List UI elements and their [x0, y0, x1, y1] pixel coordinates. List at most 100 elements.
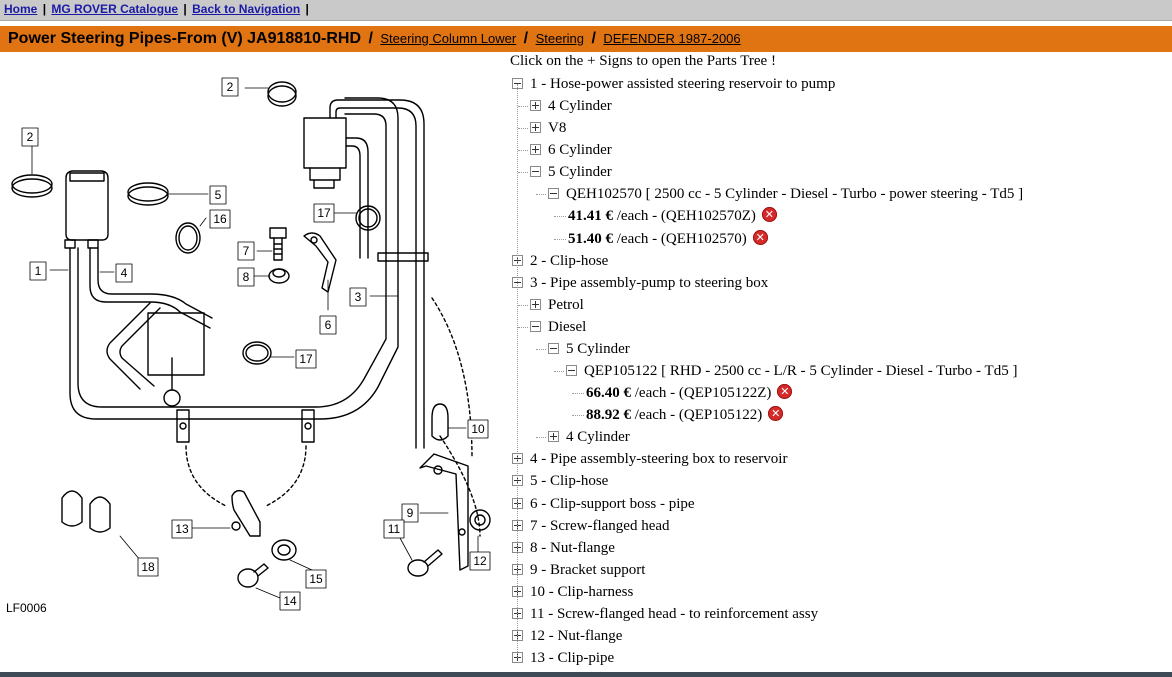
callout-box: [401, 503, 419, 523]
expand-plus-icon[interactable]: [530, 298, 541, 310]
tree-connector: [518, 150, 528, 152]
back-to-navigation-link[interactable]: Back to Navigation: [192, 2, 301, 16]
callout-labels: [31, 87, 479, 599]
tree-connector: [518, 172, 528, 174]
tree-connector: [536, 437, 546, 439]
callout-number: 10: [471, 422, 485, 436]
tree-node-label[interactable]: Diesel: [548, 318, 587, 335]
collapse-minus-icon[interactable]: [548, 188, 559, 200]
price-unit-and-code: /each - (QEH102570): [613, 230, 747, 247]
callout-box: [237, 241, 255, 261]
tree-node-label[interactable]: 5 - Clip-hose: [530, 473, 609, 490]
collapse-minus-icon[interactable]: [548, 342, 559, 354]
delete-x-icon[interactable]: ✕: [761, 207, 777, 223]
breadcrumb-separator: /: [523, 30, 529, 47]
callout-box: [137, 557, 159, 577]
tree-node-label[interactable]: QEP105122 [ RHD - 2500 cc - L/R - 5 Cyli…: [584, 363, 1018, 380]
delete-x-icon[interactable]: ✕: [752, 229, 768, 245]
price-value: 41.41 €: [568, 208, 613, 225]
tree-node-label[interactable]: 8 - Nut-flange: [530, 539, 615, 556]
callout-number: 5: [215, 188, 222, 202]
expand-plus-icon[interactable]: [530, 122, 541, 134]
callout-box: [29, 261, 47, 281]
tree-node-label[interactable]: 5 Cylinder: [566, 340, 630, 357]
tree-node-label[interactable]: 9 - Bracket support: [530, 561, 646, 578]
tree-node-label[interactable]: 1 - Hose-power assisted steering reservo…: [530, 76, 836, 92]
callout-box: [209, 209, 231, 229]
callout-box: [467, 419, 489, 439]
tree-connector: [554, 216, 566, 218]
callout-number: 4: [121, 266, 128, 280]
tree-node-label[interactable]: QEH102570 [ 2500 cc - 5 Cylinder - Diese…: [566, 186, 1024, 203]
callout-box: [383, 519, 405, 539]
callout-box: [237, 267, 255, 287]
callout-number: 14: [283, 594, 297, 608]
expand-plus-icon[interactable]: [530, 100, 541, 112]
callout-number: 7: [243, 244, 250, 258]
tree-node-label[interactable]: V8: [548, 120, 567, 137]
callout-number: 3: [355, 290, 362, 304]
price-value: 66.40 €: [586, 385, 631, 402]
tree-node-label[interactable]: 5 Cylinder: [548, 164, 612, 181]
callout-box: [221, 77, 239, 97]
tree-node-label[interactable]: 3 - Pipe assembly-pump to steering box: [530, 274, 769, 291]
tree-connector: [518, 128, 528, 130]
price-label: 88.92 € /each - (QEP105122)✕: [586, 404, 784, 426]
tree-node-label[interactable]: 4 Cylinder: [548, 98, 612, 115]
tree-connector: [518, 304, 528, 306]
tree-node-label[interactable]: 4 Cylinder: [566, 429, 630, 446]
callout-number: 11: [388, 522, 401, 536]
callout-number: 2: [27, 130, 34, 144]
price-unit-and-code: /each - (QEP105122Z): [631, 385, 772, 402]
nav-separator: |: [42, 2, 47, 16]
tree-node-label[interactable]: 6 Cylinder: [548, 142, 612, 159]
collapse-minus-icon[interactable]: [566, 365, 577, 377]
callout-number: 6: [325, 318, 332, 332]
diagram-code: LF0006: [6, 601, 47, 615]
home-link[interactable]: Home: [4, 2, 38, 16]
callout-box: [171, 519, 193, 539]
delete-x-icon[interactable]: ✕: [768, 406, 784, 422]
tree-connector: [554, 371, 564, 373]
callout-box: [305, 569, 327, 589]
callout-box: [469, 551, 491, 571]
breadcrumb-separator: /: [591, 30, 596, 47]
collapse-minus-icon[interactable]: [530, 320, 541, 332]
window-bottom-edge: [0, 672, 1172, 677]
price-value: 88.92 €: [586, 407, 631, 424]
tree-node-label[interactable]: 13 - Clip-pipe: [530, 650, 615, 667]
tree-node-label[interactable]: 4 - Pipe assembly-steering box to reserv…: [530, 451, 788, 468]
callout-box: [21, 127, 39, 147]
expand-plus-icon[interactable]: [548, 431, 559, 443]
tree-connector: [518, 106, 528, 108]
tree-node-label[interactable]: 10 - Clip-harness: [530, 583, 634, 600]
callout-number: 16: [213, 212, 227, 226]
tree-connector: [536, 348, 546, 350]
price-label: 41.41 € /each - (QEH102570Z)✕: [568, 205, 777, 227]
callout-box: [319, 315, 337, 335]
tree-node-label[interactable]: 11 - Screw-flanged head - to reinforceme…: [530, 605, 819, 622]
tree-node-label[interactable]: Petrol: [548, 296, 584, 313]
tree-node-label[interactable]: 2 - Clip-hose: [530, 252, 609, 269]
delete-x-icon[interactable]: ✕: [777, 384, 793, 400]
collapse-minus-icon[interactable]: [530, 166, 541, 178]
callout-box: [279, 591, 301, 611]
callout-box: [349, 287, 367, 307]
expand-plus-icon[interactable]: [530, 144, 541, 156]
breadcrumb-defender[interactable]: DEFENDER 1987-2006: [603, 31, 741, 46]
tree-node-label[interactable]: 6 - Clip-support boss - pipe: [530, 495, 695, 512]
breadcrumb-steering[interactable]: Steering: [535, 31, 584, 46]
tree-connector: [518, 326, 528, 328]
callout-box: [295, 349, 317, 369]
breadcrumb-steering-column-lower[interactable]: Steering Column Lower: [380, 31, 517, 46]
tree-connector: [517, 84, 518, 659]
callout-number: 8: [243, 270, 250, 284]
tree-node-label[interactable]: 7 - Screw-flanged head: [530, 517, 670, 534]
tree-node-label[interactable]: 12 - Nut-flange: [530, 628, 623, 644]
catalogue-link[interactable]: MG ROVER Catalogue: [51, 2, 179, 16]
callout-number: 1: [35, 264, 42, 278]
callout-number: 15: [309, 572, 323, 586]
